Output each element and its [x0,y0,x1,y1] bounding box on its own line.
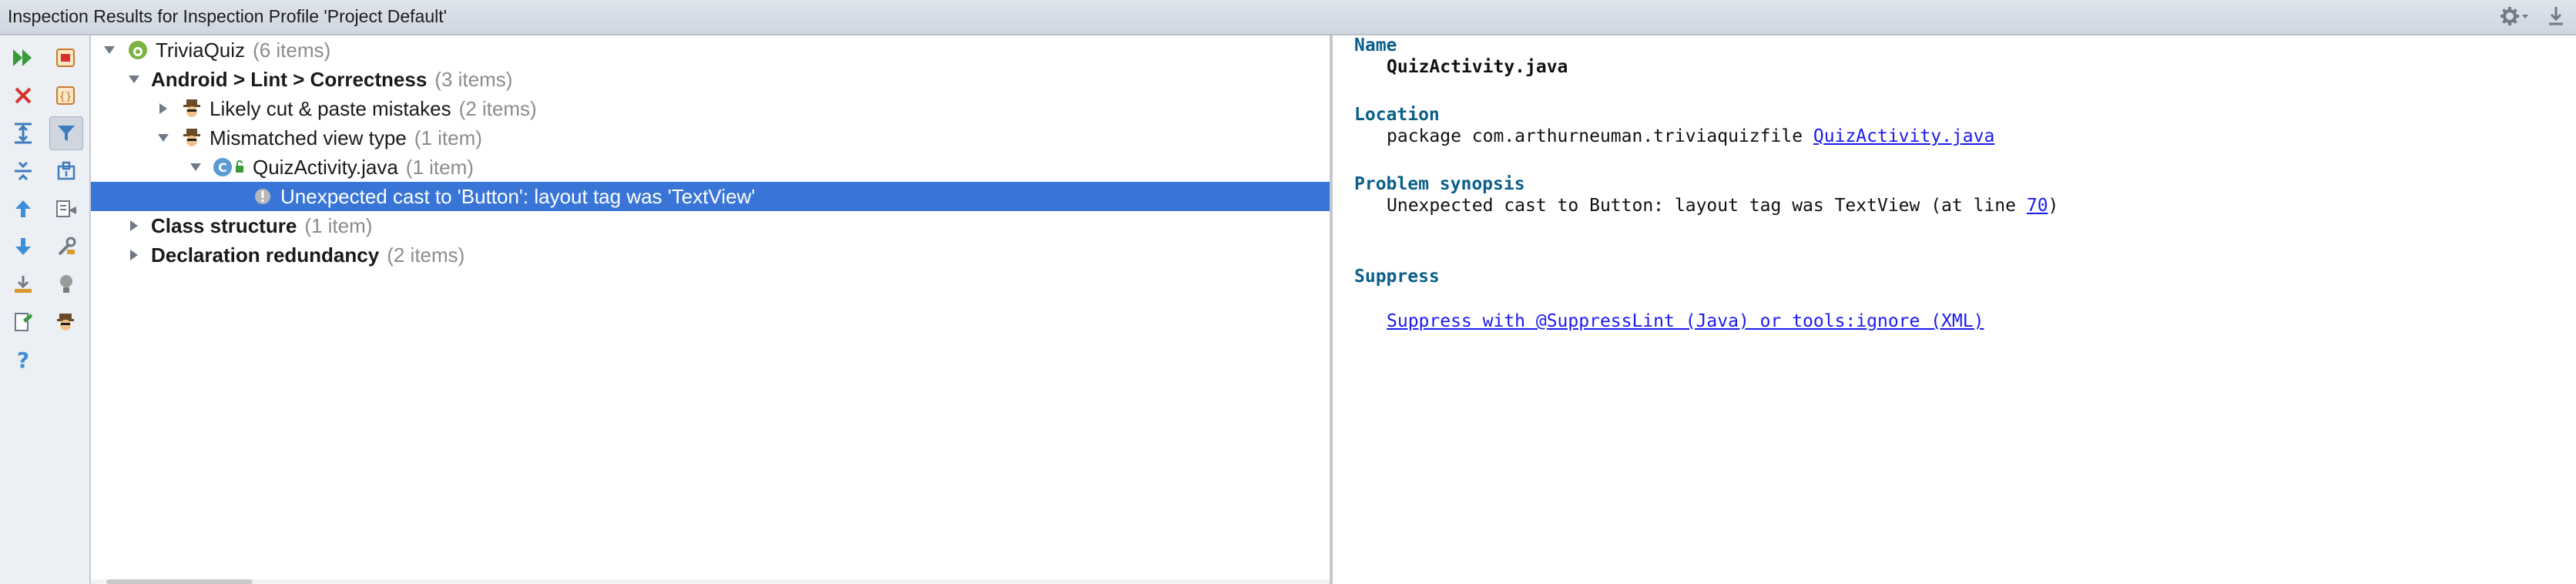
module-icon[interactable] [49,154,83,188]
collapsed-triangle-icon[interactable] [125,216,143,235]
settings-wrench-icon[interactable] [49,230,83,263]
svg-text:{}: {} [59,91,72,103]
inspection-agent-icon [180,126,203,149]
tree-node-count: (2 items) [458,96,537,120]
tree-node-label: QuizActivity.java [253,155,398,179]
autoscroll-icon[interactable] [49,192,83,226]
tool-window-title: Inspection Results for Inspection Profil… [8,6,448,26]
lightbulb-icon[interactable] [49,267,83,301]
tree-node-label: Declaration redundancy [151,243,380,267]
tree-node-count: (1 item) [414,126,482,149]
expand-all-icon[interactable] [6,116,40,150]
inspection-tree[interactable]: TriviaQuiz (6 items) Android > Lint > Co… [91,35,1330,579]
tree-node-inspection[interactable]: Likely cut & paste mistakes (2 items) [91,94,1330,123]
collapsed-triangle-icon[interactable] [154,99,173,118]
expanded-triangle-icon[interactable] [186,158,205,176]
gear-icon[interactable] [2499,5,2530,27]
android-project-icon [126,39,149,62]
tree-node-count: (6 items) [253,38,331,62]
group-by-directory-icon[interactable]: {} [49,79,83,112]
name-header: Name [1354,35,1397,55]
filter-icon[interactable] [49,116,83,150]
tree-node-label: Android > Lint > Correctness [151,67,428,91]
expanded-triangle-icon[interactable] [125,70,143,89]
inspection-toolbar: ? {} [0,35,91,584]
tree-node-count: (1 item) [304,213,373,237]
tree-node-problem[interactable]: Unexpected cast to 'Button': layout tag … [91,182,1330,211]
tree-node-count: (1 item) [405,155,474,179]
tree-node-label: Class structure [151,213,297,237]
suppress-link[interactable]: Suppress with @SuppressLint (Java) or to… [1387,311,1984,331]
svg-text:C: C [218,160,227,175]
horizontal-scrollbar[interactable] [91,579,1330,584]
suppress-header: Suppress [1354,267,1440,287]
svg-text:?: ? [17,348,29,371]
inspection-agent-icon[interactable] [49,305,83,339]
previous-icon[interactable] [6,192,40,226]
inspection-agent-icon [180,97,203,120]
tree-node-label: Likely cut & paste mistakes [210,96,451,120]
synopsis-line: Unexpected cast to Button: layout tag wa… [1387,196,2058,216]
help-icon[interactable]: ? [6,343,40,377]
synopsis-close: ) [2048,196,2059,216]
tree-node-label: Mismatched view type [210,126,407,149]
rerun-icon[interactable] [6,41,40,75]
location-header: Location [1354,105,1440,125]
expanded-triangle-icon[interactable] [154,129,173,147]
tree-node-count: (2 items) [387,243,465,267]
tree-node-project[interactable]: TriviaQuiz (6 items) [91,35,1330,65]
synopsis-text: Unexpected cast to Button: layout tag wa… [1387,196,2016,216]
scrollbar-thumb[interactable] [106,579,253,584]
name-value: QuizActivity.java [1387,57,1568,77]
close-icon[interactable] [6,79,40,112]
tree-node-category[interactable]: Declaration redundancy (2 items) [91,240,1330,270]
group-by-severity-icon[interactable] [49,41,83,75]
export-icon[interactable] [6,267,40,301]
tree-node-count: (3 items) [434,67,513,91]
tree-node-category[interactable]: Android > Lint > Correctness (3 items) [91,65,1330,94]
collapsed-triangle-icon[interactable] [125,246,143,264]
tree-node-label: TriviaQuiz [156,38,246,62]
collapse-all-icon[interactable] [6,154,40,188]
location-file-link[interactable]: QuizActivity.java [1813,126,1995,146]
download-icon[interactable] [2547,5,2565,27]
location-line: package com.arthurneuman.triviaquizfile … [1387,126,1994,146]
location-package: package com.arthurneuman.triviaquizfile [1387,126,1803,146]
edit-settings-icon[interactable] [6,305,40,339]
problem-details-panel: Name QuizActivity.java Location package … [1333,35,2576,584]
java-class-icon: C [213,156,247,179]
line-number-link[interactable]: 70 [2026,196,2048,216]
warning-icon [251,185,274,208]
panel-splitter[interactable] [1330,35,1333,584]
tree-node-inspection[interactable]: Mismatched view type (1 item) [91,123,1330,153]
tree-node-label: Unexpected cast to 'Button': layout tag … [280,184,756,208]
expanded-triangle-icon[interactable] [100,41,119,59]
synopsis-header: Problem synopsis [1354,174,1525,194]
next-icon[interactable] [6,230,40,263]
tree-node-file[interactable]: C QuizActivity.java (1 item) [91,153,1330,182]
tool-window-header: Inspection Results for Inspection Profil… [0,0,2576,35]
tree-node-category[interactable]: Class structure (1 item) [91,211,1330,240]
